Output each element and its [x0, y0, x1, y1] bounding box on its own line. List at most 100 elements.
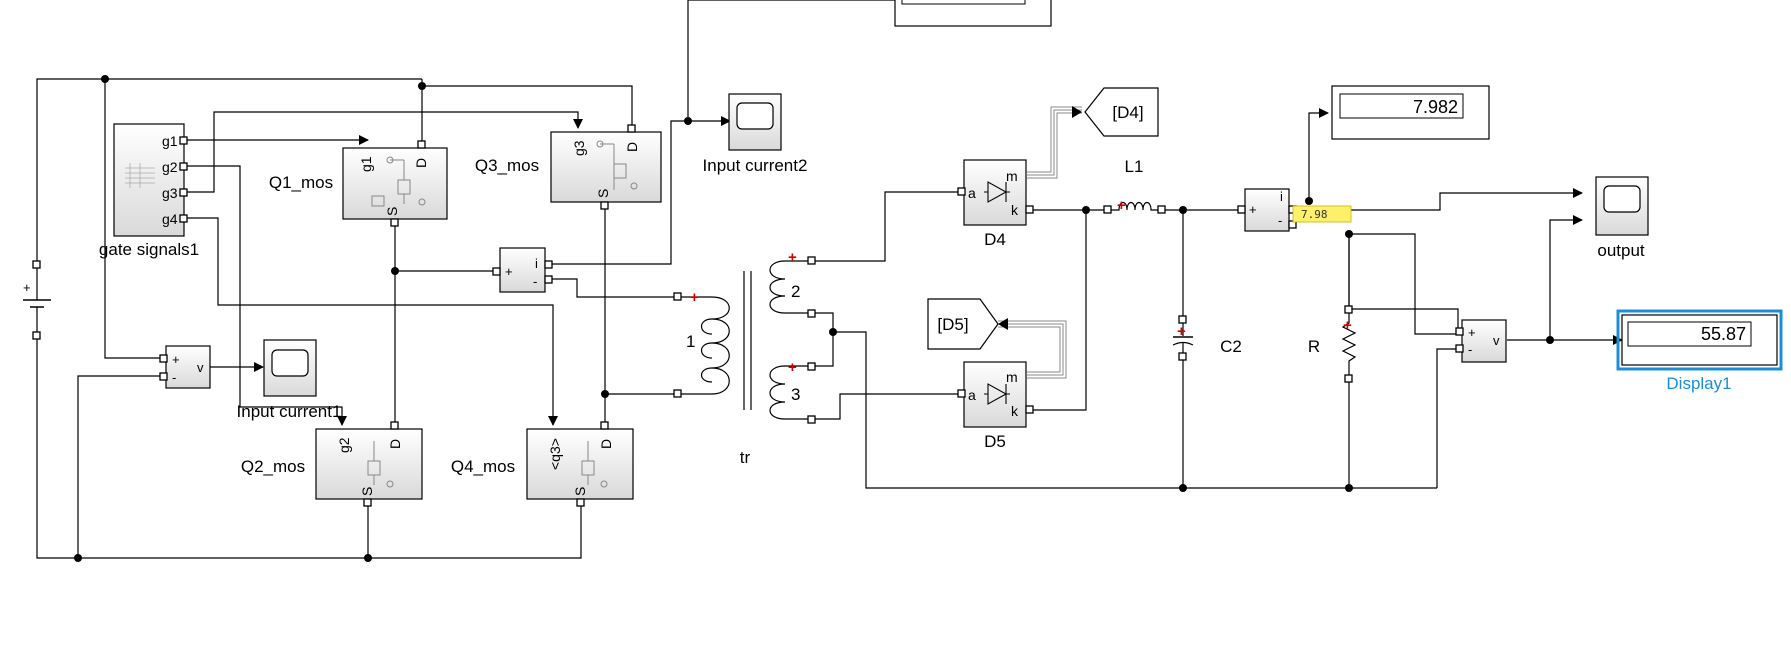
transformer-name: tr: [740, 448, 751, 467]
d5-anode-label: a: [968, 387, 976, 403]
d5-cathode-label: k: [1011, 403, 1019, 419]
r-resistor[interactable]: +: [1341, 305, 1357, 383]
cm2-minus: -: [1278, 213, 1282, 228]
diode-icon: [984, 181, 1010, 203]
transformer-w1-label: 1: [686, 332, 695, 351]
scope-input-current2-label: Input current2: [703, 156, 808, 175]
svg-text:+: +: [1177, 323, 1186, 340]
q4-mosfet-block[interactable]: <q3> D S: [526, 421, 634, 507]
g2-port: [179, 162, 188, 171]
cm1-port: i: [535, 256, 538, 271]
display-top-cutoff[interactable]: [894, 0, 1052, 27]
goto-d4[interactable]: [D4]: [1084, 87, 1159, 137]
l1-name: L1: [1125, 157, 1144, 176]
vm2-port: v: [1493, 333, 1500, 348]
g1-label: g1: [162, 133, 178, 149]
scope-input-current2[interactable]: [728, 93, 782, 151]
q1-gate-label: g1: [358, 156, 374, 172]
display1-name: Display1: [1666, 374, 1731, 393]
q2-source-label: S: [359, 487, 375, 496]
transformer-w3-label: 3: [791, 385, 800, 404]
display-current-value: 7.982: [1413, 97, 1458, 117]
svg-text:+: +: [788, 249, 797, 266]
d5-diode-block[interactable]: a k m: [957, 361, 1034, 428]
q1-mosfet-block[interactable]: g1 D S: [342, 140, 448, 227]
d4-meas-label: m: [1006, 168, 1018, 184]
dc-voltage-source[interactable]: +: [23, 260, 51, 340]
d4-cathode-label: k: [1011, 202, 1019, 218]
q3-mosfet-block[interactable]: g3 D S: [550, 124, 662, 210]
diode-icon: [984, 383, 1010, 405]
scope-output[interactable]: [1595, 176, 1649, 236]
cm1-plus: +: [505, 264, 513, 279]
signal-lines: [36, 0, 1623, 559]
q3-name: Q3_mos: [475, 156, 539, 175]
mosfet-icon: [367, 441, 394, 488]
q2-mosfet-block[interactable]: g2 D S: [315, 421, 423, 507]
q4-drain-label: D: [598, 439, 614, 449]
c2-name: C2: [1220, 337, 1242, 356]
svg-text:+: +: [1117, 197, 1126, 214]
d5-meas-label: m: [1006, 369, 1018, 385]
voltage-measurement-2[interactable]: + - v: [1455, 319, 1507, 363]
svg-text:+: +: [690, 289, 699, 306]
d4-diode-block[interactable]: a k m: [957, 159, 1034, 226]
r-name: R: [1308, 337, 1320, 356]
vm1-minus: -: [172, 370, 176, 385]
gate-signals-name: gate signals1: [99, 240, 199, 259]
mosfet-icon: [581, 441, 608, 488]
d5-name: D5: [984, 432, 1006, 451]
vm1-plus: +: [172, 352, 180, 367]
d4-anode-label: a: [968, 185, 976, 201]
g3-label: g3: [162, 185, 178, 201]
cm1-minus: -: [533, 274, 537, 289]
display-current[interactable]: 7.982: [1331, 85, 1490, 140]
junction-dots: [74, 75, 1554, 562]
transformer-w2-label: 2: [791, 282, 800, 301]
cm2-port: i: [1280, 189, 1283, 204]
vm2-plus: +: [1468, 325, 1476, 340]
q3-gate-label: g3: [571, 140, 587, 156]
current-measurement-1[interactable]: + - i: [492, 247, 553, 293]
g1-port: [179, 136, 188, 145]
gate-signals-block[interactable]: g1 g2 g3 g4: [113, 123, 188, 237]
cm2-plus: +: [1249, 202, 1257, 217]
goto-d4-tag: [D4]: [1112, 103, 1143, 122]
transformer-block[interactable]: + + + 1 2 3: [673, 249, 816, 424]
goto-d5[interactable]: [D5]: [927, 298, 999, 350]
q1-drain-label: D: [413, 158, 429, 168]
voltage-measurement-1[interactable]: + - v: [159, 345, 211, 389]
q2-gate-label: g2: [336, 437, 352, 453]
scope-input-current1-label: Input current1: [237, 402, 342, 421]
value-hint-tooltip: 7.98: [1292, 205, 1352, 223]
mosfet-icon: [596, 140, 638, 190]
g4-label: g4: [162, 211, 178, 227]
g4-port: [179, 214, 188, 223]
q4-gate-label: <q3>: [547, 438, 563, 470]
g3-port: [179, 188, 188, 197]
g2-label: g2: [162, 159, 178, 175]
q2-name: Q2_mos: [241, 457, 305, 476]
value-hint-text: 7.98: [1301, 208, 1328, 221]
q3-drain-label: D: [624, 142, 640, 152]
svg-text:+: +: [788, 359, 797, 376]
q1-source-label: S: [384, 207, 400, 216]
l1-inductor[interactable]: +: [1103, 197, 1166, 214]
gate-signals-icon: [125, 163, 155, 188]
scope-input-current1[interactable]: [263, 339, 317, 397]
current-measurement-2[interactable]: + - i: [1237, 188, 1297, 232]
dc-plus-label: +: [23, 280, 31, 295]
c2-capacitor[interactable]: +: [1172, 315, 1194, 361]
q4-name: Q4_mos: [451, 457, 515, 476]
q3-source-label: S: [595, 189, 611, 198]
d4-name: D4: [984, 230, 1006, 249]
q1-name: Q1_mos: [269, 173, 333, 192]
display1[interactable]: 55.87: [1616, 309, 1783, 371]
q2-drain-label: D: [387, 439, 403, 449]
goto-d5-tag: [D5]: [937, 315, 968, 334]
svg-text:+: +: [1343, 317, 1352, 334]
vm2-minus: -: [1468, 342, 1472, 357]
vm1-port: v: [197, 360, 204, 375]
scope-output-label: output: [1597, 241, 1645, 260]
